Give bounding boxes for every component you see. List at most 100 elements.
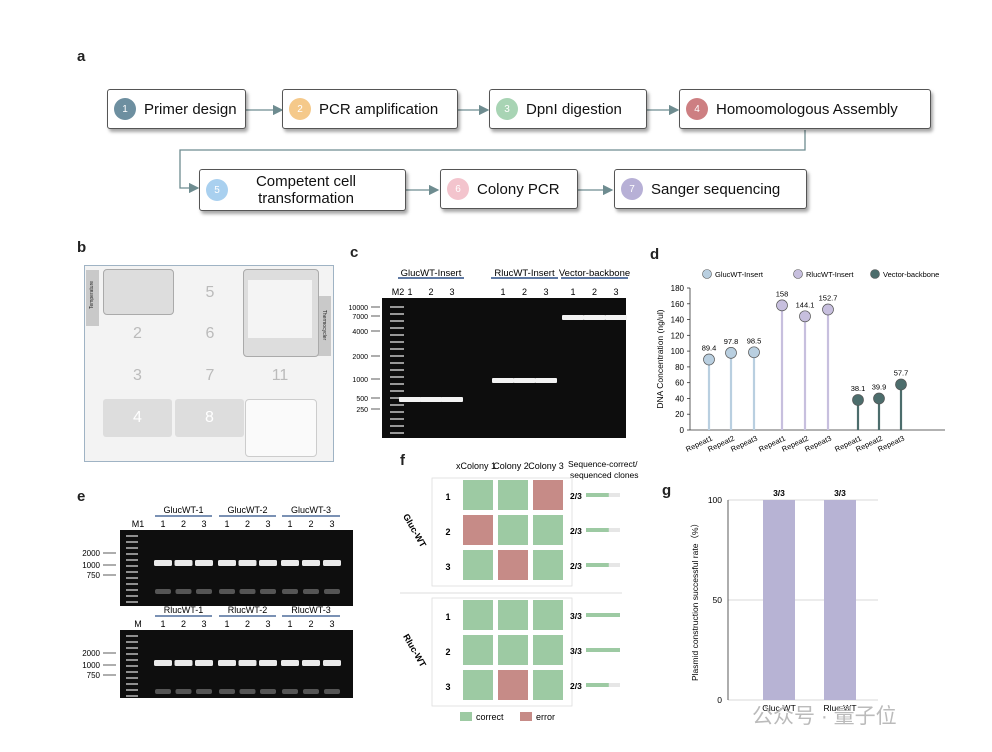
chart-g-x-tick-label: Gluc-WT — [762, 703, 796, 713]
chart-g-data-label: 3/3 — [773, 488, 785, 498]
gel-c-lane-label: 3 — [449, 287, 454, 297]
gel-c-lane-label: 1 — [500, 287, 505, 297]
matrix-col-header: Colony 2 — [493, 461, 529, 471]
gel-e-band — [281, 560, 299, 566]
chart-d-legend-label: RlucWT-Insert — [806, 270, 854, 279]
chart-d-y-tick-label: 80 — [675, 363, 684, 372]
gel-e-lane-label: 3 — [201, 619, 206, 629]
matrix-cell — [498, 635, 528, 665]
chart-d-point — [873, 392, 885, 405]
chart-d-data-label: 97.8 — [724, 337, 739, 346]
flow-step-3: 3 DpnI digestion — [489, 89, 647, 129]
matrix-cell — [498, 550, 528, 580]
gel-e-lane-label: 3 — [329, 619, 334, 629]
chart-g-y-tick-label: 0 — [717, 695, 722, 705]
matrix-col-header: xColony 1 — [456, 461, 496, 471]
gel-c-ladder-label: 4000 — [352, 329, 368, 336]
gel-e-marker-band — [126, 577, 138, 579]
flow-step-4: 4 Homoomologous Assembly — [679, 89, 931, 129]
matrix-group-label: Gluc-WT — [401, 512, 428, 549]
chart-d-y-tick-label: 60 — [675, 379, 684, 388]
gel-c-ladder-label: 500 — [356, 396, 368, 403]
matrix-cell — [498, 670, 528, 700]
chart-d-y-tick-label: 160 — [671, 300, 685, 309]
chart-d-y-tick-label: 0 — [680, 426, 685, 435]
gel-c-background — [382, 298, 626, 438]
gel-e-lane-label: 3 — [265, 619, 270, 629]
panel-label-b: b — [77, 239, 87, 256]
gel-c-marker-band — [390, 334, 404, 336]
panel-label-c: c — [350, 244, 359, 261]
legend-correct-swatch — [460, 712, 472, 721]
gel-e-band — [154, 660, 172, 666]
gel-c-marker-label: M2 — [392, 287, 405, 297]
gel-c-lane-label: 3 — [543, 287, 548, 297]
gel-c-marker-band — [390, 383, 404, 385]
step-1-label: Primer design — [144, 100, 237, 118]
gel-e-group-label: RlucWT-3 — [291, 605, 331, 615]
chart-d-legend-label: GlucWT-Insert — [715, 270, 764, 279]
step-2-label: PCR amplification — [319, 100, 439, 118]
gel-c-band — [535, 378, 557, 383]
matrix-ratio: 3/3 — [570, 646, 582, 656]
gel-c-marker-band — [390, 425, 404, 427]
gel-e-band — [323, 660, 341, 666]
gel-c-ladder-label: 2000 — [352, 354, 368, 361]
matrix-cell — [463, 670, 493, 700]
chart-d-data-label: 144.1 — [796, 300, 815, 309]
matrix-cell — [498, 515, 528, 545]
step-3-label: DpnI digestion — [526, 100, 622, 118]
gel-e-marker-label: M1 — [132, 519, 145, 529]
matrix-row-label: 1 — [445, 612, 450, 622]
matrix-cell — [463, 480, 493, 510]
chart-d-y-tick-label: 100 — [671, 347, 685, 356]
gel-c-group-label: RlucWT-Insert — [494, 268, 555, 279]
deck-side-right-text: Thermocycler — [321, 309, 327, 341]
panel-label-a: a — [77, 48, 86, 65]
gel-e-marker-band — [126, 601, 138, 603]
gel-e-marker-band — [126, 541, 138, 543]
panel-label-e: e — [77, 488, 86, 505]
step-4-badge: 4 — [686, 98, 708, 120]
gel-e-marker-band — [126, 547, 138, 549]
matrix-right-header: Sequence-correct/ — [568, 459, 638, 469]
chart-d-point — [799, 310, 811, 323]
matrix-bar-fill — [586, 613, 620, 617]
gel-e-ladder-label: 1000 — [82, 661, 100, 670]
gel-c-lane-label: 1 — [570, 287, 575, 297]
gel-e-band — [238, 660, 257, 666]
gel-e-band — [302, 560, 320, 566]
matrix-row-label: 2 — [445, 527, 450, 537]
chart-d-y-tick-label: 20 — [675, 410, 684, 419]
deck-side-left: Temperature — [86, 270, 99, 326]
gel-c-ladder-label: 1000 — [352, 377, 368, 384]
gel-e-ladder-label: 750 — [87, 571, 101, 580]
gel-e-background — [120, 530, 353, 606]
gel-c-marker-band — [390, 313, 404, 315]
matrix-cell — [498, 600, 528, 630]
panel-label-g: g — [662, 482, 672, 499]
matrix-row-label: 3 — [445, 562, 450, 572]
gel-e-primer-band — [303, 589, 319, 594]
gel-e-band — [154, 560, 172, 566]
gel-c-marker-band — [390, 397, 404, 399]
gel-c-band — [562, 315, 584, 320]
matrix-ratio: 2/3 — [570, 681, 582, 691]
matrix-cell — [533, 600, 563, 630]
gel-e-band — [218, 560, 236, 566]
gel-c-lane-label: 2 — [428, 287, 433, 297]
matrix-cell — [463, 600, 493, 630]
gel-c-marker-band — [390, 390, 404, 392]
gel-e-group-label: GlucWT-1 — [163, 505, 203, 515]
panel-label-d: d — [650, 246, 660, 263]
chart-d-point — [725, 346, 737, 359]
matrix-cell — [533, 515, 563, 545]
gel-c-lane-label: 1 — [407, 287, 412, 297]
gel-e-lane-label: 2 — [308, 619, 313, 629]
gel-e-band — [218, 660, 236, 666]
deck-thermocycler — [243, 269, 319, 357]
step-2-badge: 2 — [289, 98, 311, 120]
matrix-cell — [463, 550, 493, 580]
gel-c-marker-band — [390, 320, 404, 322]
